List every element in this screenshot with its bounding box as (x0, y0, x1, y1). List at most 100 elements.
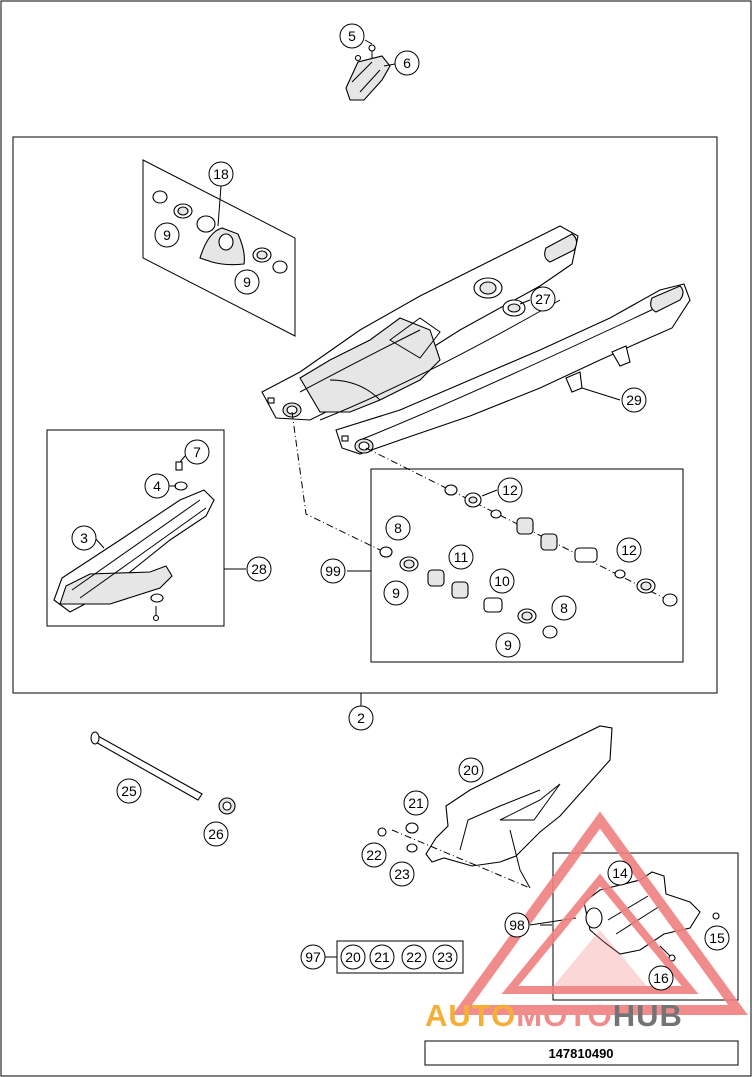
callout-number: 98 (509, 917, 525, 933)
callout-circle (458, 757, 484, 783)
callout-circle (154, 222, 180, 248)
callout-number: 16 (653, 970, 669, 986)
callout-circle (607, 860, 633, 886)
callout-circle (504, 912, 530, 938)
pivot-bearing-parts (379, 484, 678, 639)
callout-circle (551, 595, 577, 621)
callout-number: 10 (494, 573, 510, 589)
callout-number: 22 (366, 847, 382, 863)
kit-callout-number: 20 (345, 949, 361, 965)
chain-guide-frame (552, 852, 739, 1001)
callout-circle (530, 286, 556, 312)
callout-c14: 14 (607, 860, 633, 886)
kit-callout: 23 (432, 944, 458, 970)
callout-c99: 99 (320, 558, 346, 584)
callout-c9d: 9 (495, 632, 521, 658)
axis-line-left (291, 411, 381, 551)
callout-circle (203, 821, 229, 847)
callout-c16: 16 (648, 965, 674, 991)
callout-number: 15 (709, 930, 725, 946)
callout-number: 4 (153, 478, 161, 494)
kit-callout-circle (401, 944, 427, 970)
callout-circle (184, 439, 210, 465)
callout-circle (621, 387, 647, 413)
callout-number: 97 (305, 949, 321, 965)
callout-c4: 4 (144, 473, 170, 499)
callout-c15: 15 (704, 925, 730, 951)
callout-c10: 10 (489, 568, 515, 594)
callout-number: 12 (502, 482, 518, 498)
swingarm-body (261, 225, 691, 455)
callout-c5: 5 (339, 23, 365, 49)
bearing-kit-frame (142, 159, 296, 337)
callout-c3: 3 (71, 525, 97, 551)
kit-callout-number: 23 (437, 949, 453, 965)
callout-c22: 22 (361, 842, 387, 868)
callout-number: 9 (243, 274, 251, 290)
callout-circle (495, 632, 521, 658)
callout-c9a: 9 (154, 222, 180, 248)
callout-number: 21 (408, 795, 424, 811)
callout-circle (320, 558, 346, 584)
callout-c2: 2 (348, 705, 374, 731)
watermark-brand-part2: MOTO (516, 998, 612, 1033)
pivot-axle-parts (90, 731, 236, 815)
callout-circle (144, 473, 170, 499)
callout-c11: 11 (448, 544, 474, 570)
drawing-number: 147810490 (548, 1046, 613, 1061)
callout-number: 25 (121, 783, 137, 799)
callout-number: 99 (325, 563, 341, 579)
chain-slider-parts (53, 461, 215, 622)
callout-circle (361, 842, 387, 868)
watermark-logo: AUTOMOTOHUB (425, 811, 748, 1033)
chain-slider-frame (46, 429, 225, 627)
callout-circle (385, 515, 411, 541)
callout-c26: 26 (203, 821, 229, 847)
kit-callout: 21 (369, 944, 395, 970)
callout-c21: 21 (403, 790, 429, 816)
callout-number: 20 (463, 762, 479, 778)
callout-circle (616, 537, 642, 563)
kit-callout-circle (432, 944, 458, 970)
callout-c8a: 8 (385, 515, 411, 541)
callout-c23: 23 (389, 861, 415, 887)
callout-number: 27 (535, 291, 551, 307)
callout-c27: 27 (530, 286, 556, 312)
watermark-triangle-inner (501, 873, 699, 994)
callout-circle (348, 705, 374, 731)
chain-roller-part (345, 44, 391, 101)
callout-c25: 25 (116, 778, 142, 804)
watermark-brand-part3: HUB (613, 998, 683, 1033)
callout-number: 26 (208, 826, 224, 842)
callout-number: 8 (560, 600, 568, 616)
callout-circle (339, 23, 365, 49)
kit-callout-circle (340, 944, 366, 970)
callout-number: 8 (394, 520, 402, 536)
callout-c9c: 9 (383, 580, 409, 606)
chain-guard-part (377, 725, 613, 889)
watermark-brand-part1: AUTO (425, 998, 516, 1033)
callout-number: 23 (394, 866, 410, 882)
callout-circle (234, 269, 260, 295)
svg-text:AUTOMOTOHUB: AUTOMOTOHUB (425, 998, 683, 1033)
callout-number: 9 (163, 227, 171, 243)
callout-circle (394, 50, 420, 76)
callout-c7: 7 (184, 439, 210, 465)
kit-callout-circle (369, 944, 395, 970)
callout-number: 12 (621, 542, 637, 558)
callout-c18: 18 (208, 161, 234, 187)
callout-circle (497, 477, 523, 503)
kit-callout: 22 (401, 944, 427, 970)
callout-number: 5 (348, 28, 356, 44)
callout-number: 9 (504, 637, 512, 653)
drawing-number-box (424, 1040, 739, 1066)
callout-c12a: 12 (497, 477, 523, 503)
callout-number: 28 (251, 561, 267, 577)
callout-c9b: 9 (234, 269, 260, 295)
callout-c98: 98 (504, 912, 530, 938)
callout-c97: 97 (300, 944, 326, 970)
bearing-kit-parts (152, 190, 288, 274)
